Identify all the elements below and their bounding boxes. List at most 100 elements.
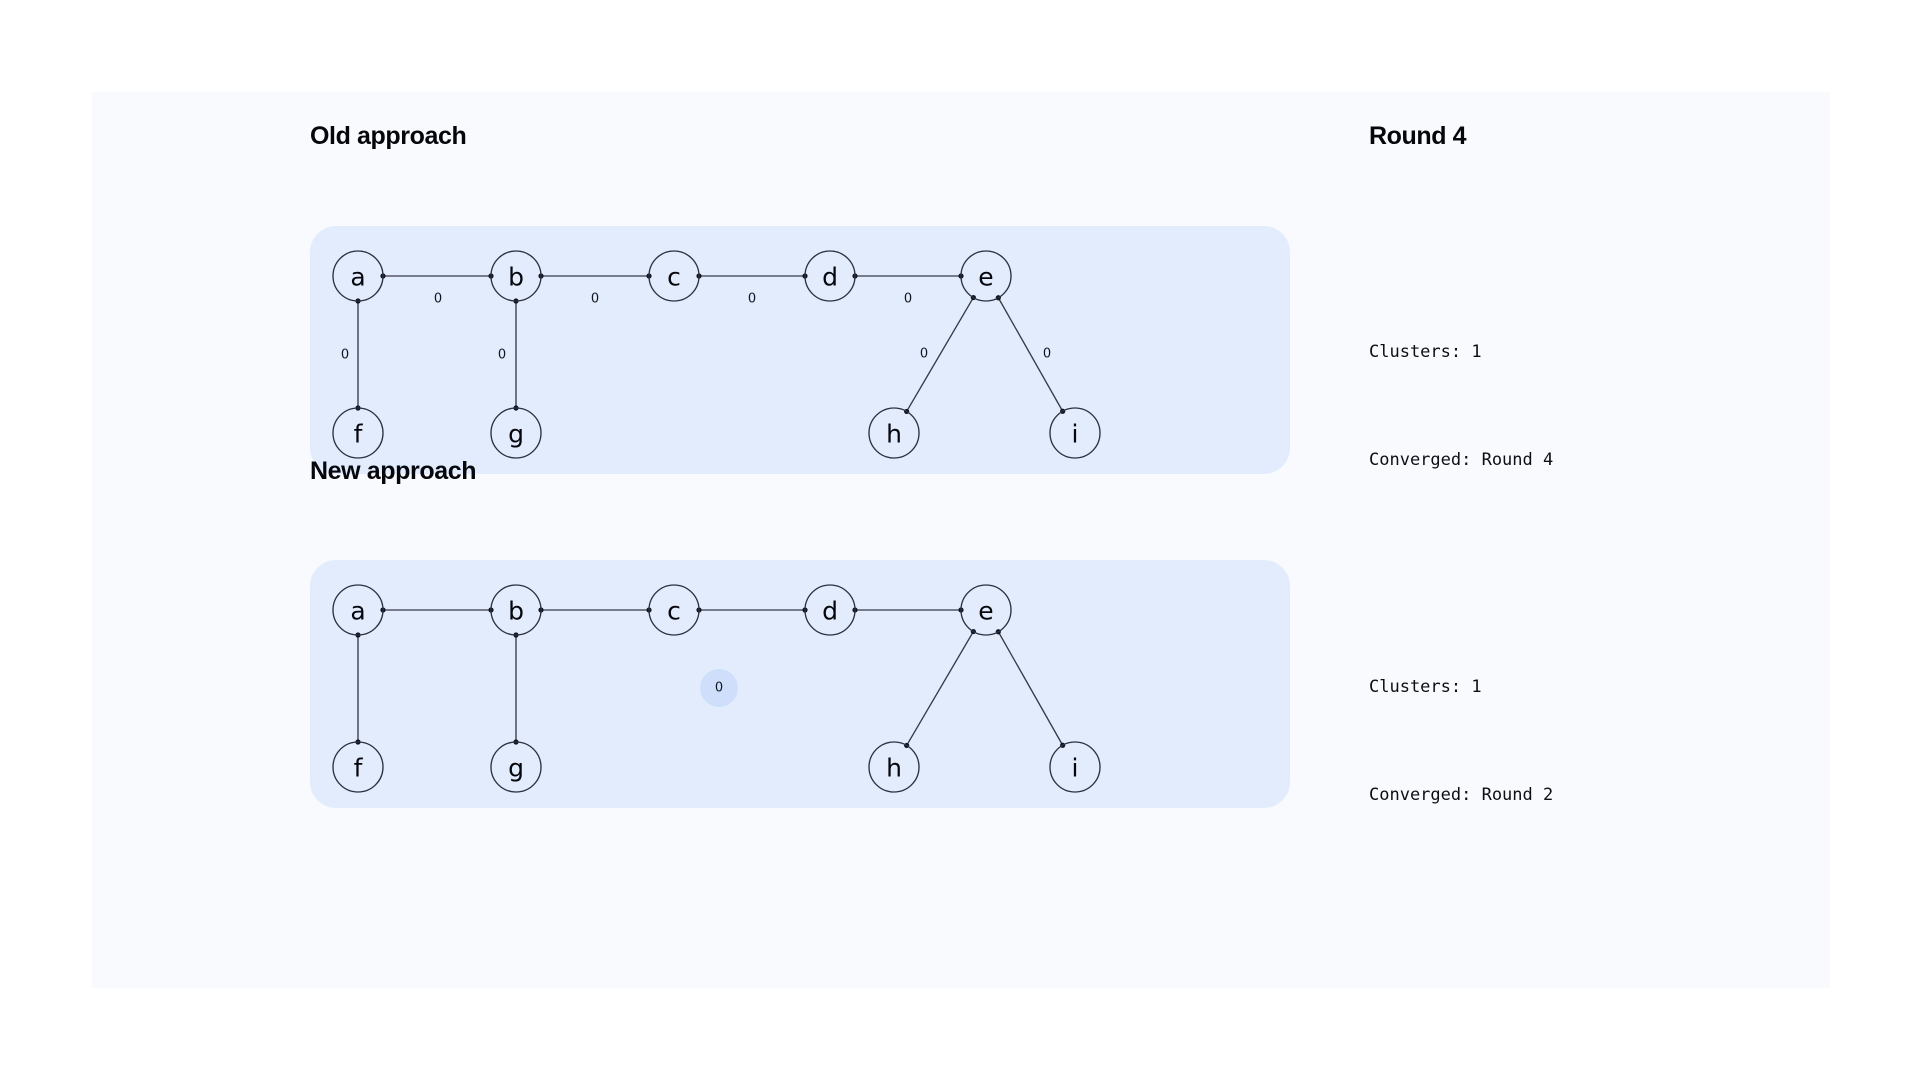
edge-line xyxy=(906,631,974,746)
graph-edge xyxy=(904,628,976,749)
node-label: h xyxy=(886,754,902,783)
graph-edge xyxy=(538,607,652,613)
graph-node-h[interactable]: h xyxy=(868,407,920,459)
node-circle xyxy=(960,584,1012,636)
node-circle xyxy=(804,250,856,302)
stats-new-clusters: Clusters: 1 xyxy=(1369,677,1482,697)
graph-edge xyxy=(995,295,1066,414)
section-title-old: Old approach xyxy=(310,122,467,150)
node-circle xyxy=(490,584,542,636)
node-label: e xyxy=(978,263,993,292)
node-label: c xyxy=(667,597,681,626)
graph-node-e[interactable]: e xyxy=(960,250,1012,302)
stats-old-converged: Converged: Round 4 xyxy=(1369,450,1554,470)
graph-node-d[interactable]: d xyxy=(804,584,856,636)
section-old-approach: Old approach xyxy=(310,122,467,151)
node-label: c xyxy=(667,263,681,292)
graph-node-c[interactable]: c xyxy=(648,584,700,636)
node-label: e xyxy=(978,597,993,626)
node-circle xyxy=(1049,741,1101,793)
graph-edge xyxy=(355,632,361,745)
node-label: f xyxy=(354,754,364,783)
node-circle xyxy=(960,250,1012,302)
graph-node-b[interactable]: b xyxy=(490,584,542,636)
graph-edge xyxy=(696,273,808,279)
graph-panel-new: 0 a b c d e f g h i xyxy=(310,560,1290,808)
graph-edge xyxy=(904,294,976,415)
stats-old: Clusters: 1 Converged: Round 4 xyxy=(1369,262,1553,550)
node-circle xyxy=(332,250,384,302)
edge-weight-label: 0 xyxy=(591,292,599,307)
graph-node-b[interactable]: b xyxy=(490,250,542,302)
edge-weight-label: 0 xyxy=(1043,347,1051,362)
edge-weight-label: 0 xyxy=(341,348,349,363)
graph-node-a[interactable]: a xyxy=(332,250,384,302)
node-label: g xyxy=(508,754,524,783)
edge-line xyxy=(997,631,1064,746)
edge-weight-badge: 0 xyxy=(700,669,738,707)
graph-node-i[interactable]: i xyxy=(1049,741,1101,793)
section-new-approach: New approach xyxy=(310,457,476,486)
node-label: a xyxy=(350,597,365,626)
graph-edge xyxy=(538,273,652,279)
app-surface: Old approach 0 0 0 0 0 0 0 0 a b c d e f g h i New appro… xyxy=(92,92,1830,988)
node-circle xyxy=(332,584,384,636)
node-label: h xyxy=(886,420,902,449)
edge-line xyxy=(906,297,974,412)
round-heading-wrap: Round 4 xyxy=(1369,122,1467,151)
badge-label: 0 xyxy=(715,681,723,696)
node-circle xyxy=(648,584,700,636)
node-circle xyxy=(648,250,700,302)
graph-edge xyxy=(696,607,808,613)
graph-node-e[interactable]: e xyxy=(960,584,1012,636)
edge-line xyxy=(997,297,1064,412)
graph-edge xyxy=(852,273,964,279)
graph-node-i[interactable]: i xyxy=(1049,407,1101,459)
badge-halo xyxy=(700,669,738,707)
node-circle xyxy=(332,407,384,459)
node-circle xyxy=(490,250,542,302)
node-circle xyxy=(804,584,856,636)
node-label: i xyxy=(1072,754,1079,783)
node-circle xyxy=(1049,407,1101,459)
node-label: f xyxy=(354,420,364,449)
node-circle xyxy=(868,407,920,459)
node-circle xyxy=(490,741,542,793)
graph-node-f[interactable]: f xyxy=(332,407,384,459)
graph-node-g[interactable]: g xyxy=(490,407,542,459)
graph-node-f[interactable]: f xyxy=(332,741,384,793)
stats-new-converged: Converged: Round 2 xyxy=(1369,785,1554,805)
graph-node-c[interactable]: c xyxy=(648,250,700,302)
node-label: d xyxy=(822,263,838,292)
round-heading: Round 4 xyxy=(1369,122,1467,150)
section-title-new: New approach xyxy=(310,457,477,485)
node-label: i xyxy=(1072,420,1079,449)
edge-weight-label: 0 xyxy=(748,292,756,307)
edge-weight-label: 0 xyxy=(498,348,506,363)
node-label: g xyxy=(508,420,524,449)
node-label: b xyxy=(508,597,524,626)
graph-node-d[interactable]: d xyxy=(804,250,856,302)
graph-edge xyxy=(852,607,964,613)
graph-edge xyxy=(355,298,361,411)
stats-new: Clusters: 1 Converged: Round 2 xyxy=(1369,597,1553,885)
edge-weight-label: 0 xyxy=(904,292,912,307)
stats-old-clusters: Clusters: 1 xyxy=(1369,342,1482,362)
node-circle xyxy=(332,741,384,793)
graph-node-g[interactable]: g xyxy=(490,741,542,793)
node-label: a xyxy=(350,263,365,292)
graph-edge xyxy=(995,629,1066,748)
node-label: d xyxy=(822,597,838,626)
graph-edge xyxy=(380,607,494,613)
node-circle xyxy=(868,741,920,793)
node-circle xyxy=(490,407,542,459)
graph-edge xyxy=(380,273,494,279)
graph-node-a[interactable]: a xyxy=(332,584,384,636)
graph-edge xyxy=(513,298,519,411)
graph-canvas-new: 0 a b c d e f g h i xyxy=(332,584,1101,793)
edge-weight-label: 0 xyxy=(920,347,928,362)
graph-edge xyxy=(513,632,519,745)
graph-node-h[interactable]: h xyxy=(868,741,920,793)
